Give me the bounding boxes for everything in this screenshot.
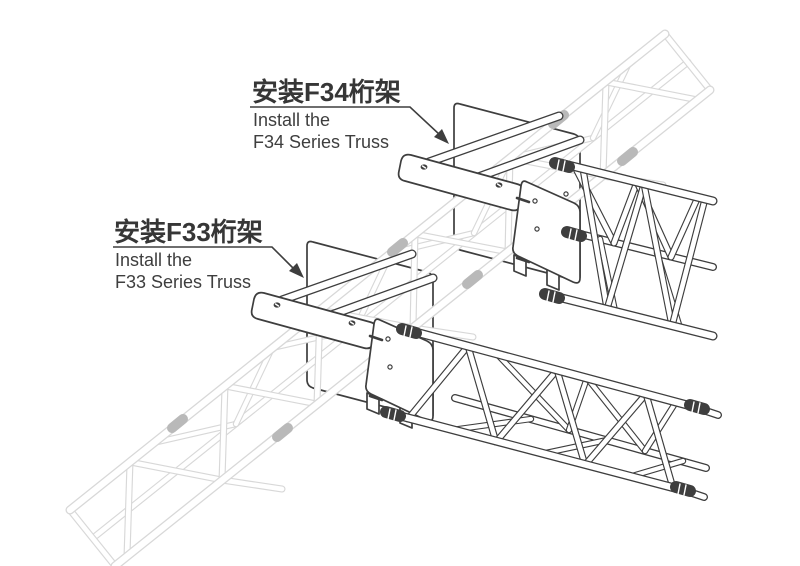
f33-truss-couplers	[380, 323, 710, 497]
f33-label-en-line2: F33 Series Truss	[115, 272, 251, 292]
f34-truss	[539, 157, 718, 341]
f33-truss-bottom-chord	[389, 410, 690, 495]
f34-label-en-line2: F34 Series Truss	[253, 132, 389, 152]
f34-label-zh: 安装F34桁架	[252, 77, 401, 107]
f34-bracket	[397, 111, 585, 291]
f34-truss-top-chord	[556, 159, 717, 205]
f34-leader-line	[250, 106, 441, 136]
f34-label-en-line1: Install the	[253, 110, 330, 130]
f34-arrow-icon	[434, 129, 449, 144]
f34-bracket-front-plate	[512, 180, 581, 291]
f34-truss-couplers	[539, 157, 587, 304]
f33-label-en-line1: Install the	[115, 250, 192, 270]
f34-bracket-cross-tube	[425, 112, 563, 166]
f33-label-zh: 安装F33桁架	[114, 217, 263, 247]
f33-bracket-cross-tube	[278, 250, 416, 304]
f33-leader-line	[113, 246, 296, 271]
f33-truss-top-chord	[404, 326, 706, 413]
f33-truss	[380, 323, 722, 501]
f34-callout: 安装F34桁架 Install the F34 Series Truss	[250, 77, 449, 152]
f34-truss-bottom-chord	[546, 291, 717, 340]
f33-arrow-icon	[289, 263, 304, 278]
f33-callout: 安装F33桁架 Install the F33 Series Truss	[113, 217, 304, 292]
